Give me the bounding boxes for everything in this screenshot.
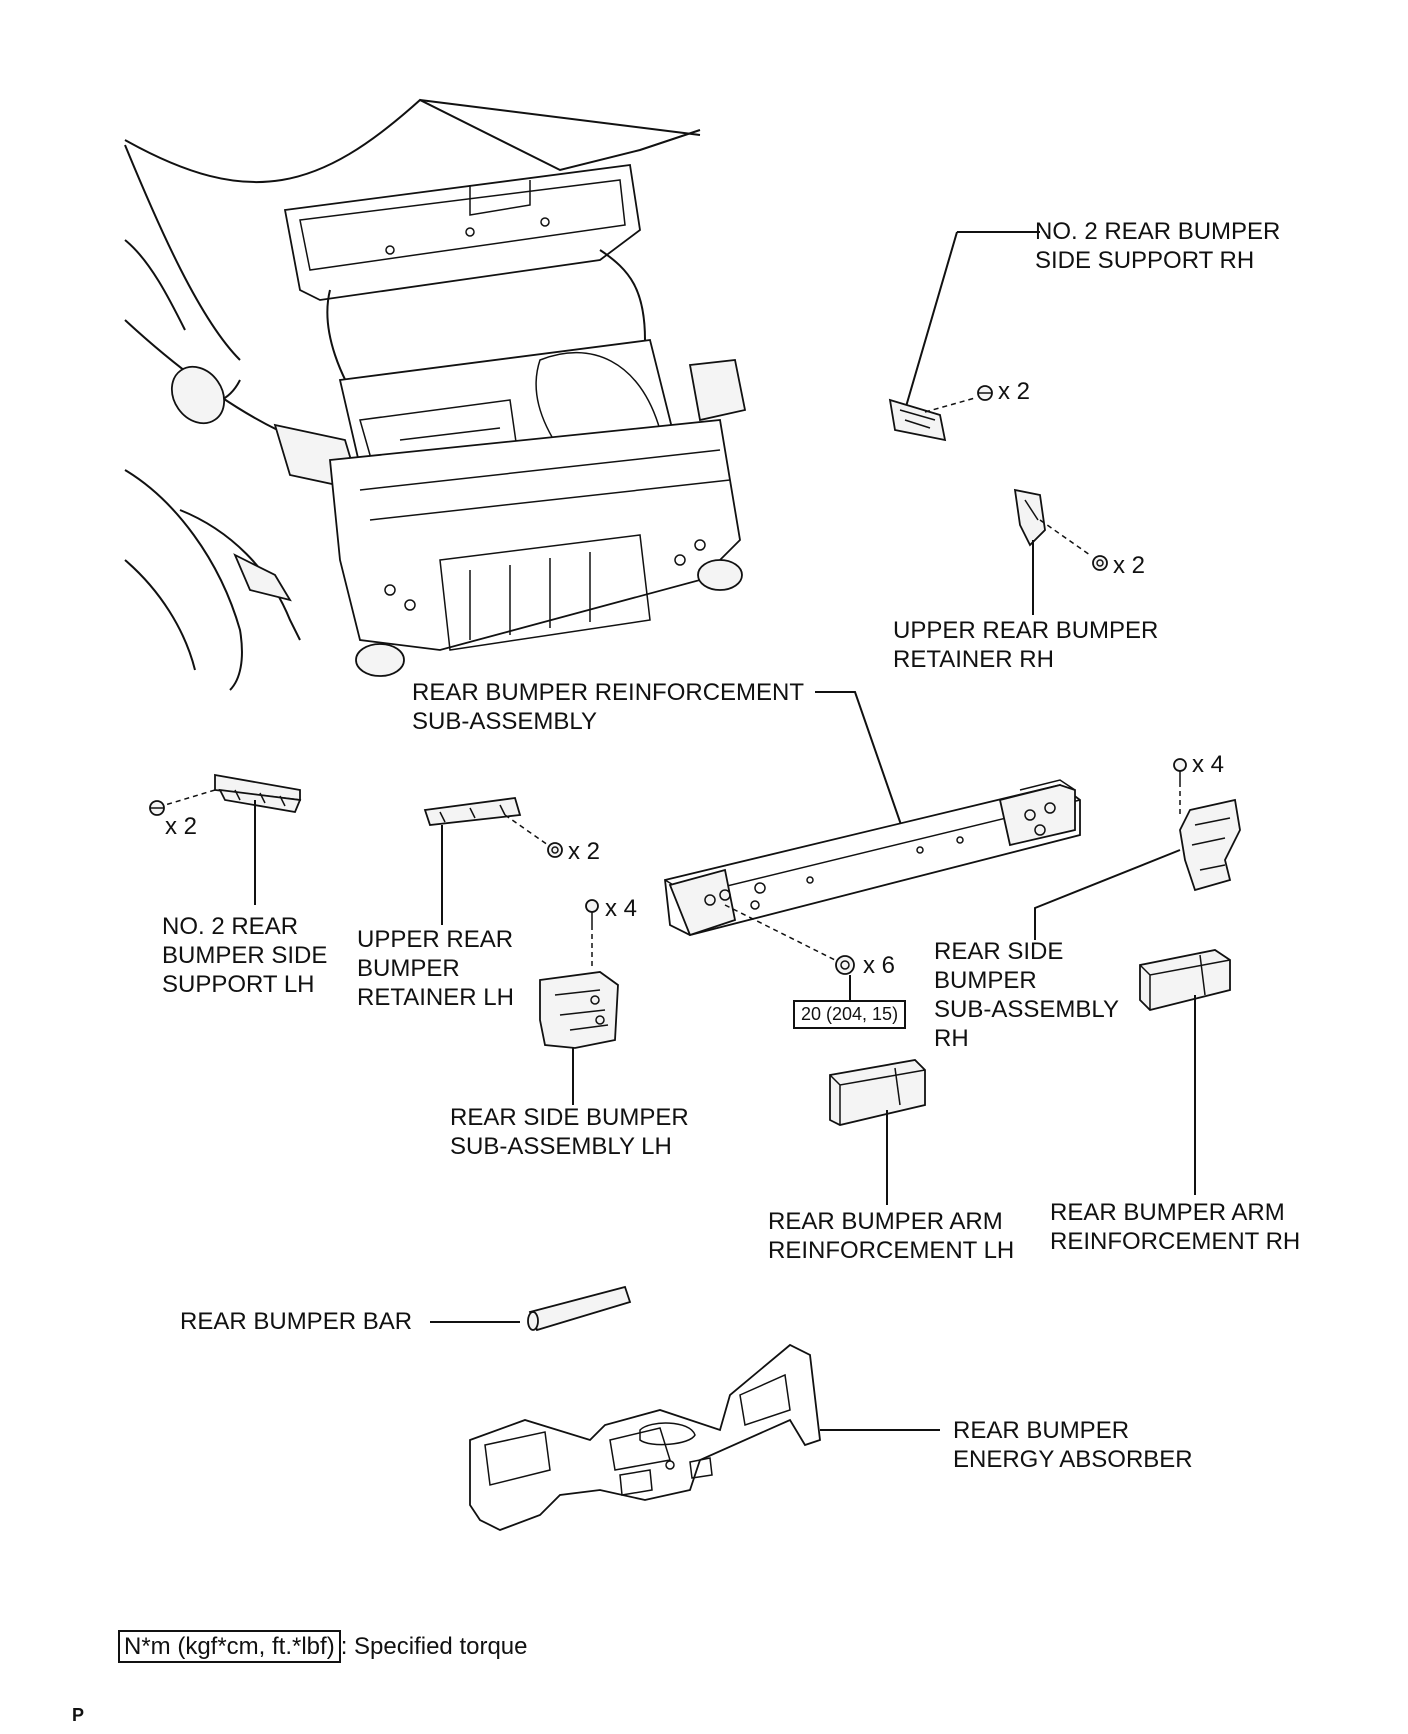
bumper-reinforcement-part bbox=[664, 691, 1081, 1000]
energy-absorber-part bbox=[469, 1343, 940, 1531]
bolt-qty-reinforcement: x 6 bbox=[863, 952, 896, 979]
rear-side-bumper-rh-part bbox=[1034, 758, 1241, 940]
bolt-qty-retainer-lh: x 2 bbox=[568, 838, 601, 865]
rear-side-bumper-lh-part bbox=[539, 899, 619, 1105]
bolt-icon bbox=[1092, 555, 1108, 571]
bolt-icon bbox=[977, 385, 993, 401]
bolt-qty-side-lh: x 4 bbox=[605, 895, 638, 922]
label-upper-retainer-lh: UPPER REAR BUMPER RETAINER LH bbox=[357, 926, 514, 1011]
legend-unit-box: N*m (kgf*cm, ft.*lbf) bbox=[118, 1630, 341, 1663]
bolt-icon bbox=[149, 800, 165, 816]
bolt-icon bbox=[1173, 758, 1187, 782]
bolt-qty-retainer-rh: x 2 bbox=[1113, 552, 1146, 579]
vehicle-rear-illustration bbox=[124, 98, 747, 691]
torque-legend: N*m (kgf*cm, ft.*lbf): Specified torque bbox=[118, 1630, 528, 1663]
arm-reinforcement-rh-part bbox=[1139, 949, 1231, 1195]
upper-retainer-lh-part bbox=[423, 797, 563, 925]
label-arm-reinforcement-lh: REAR BUMPER ARM REINFORCEMENT LH bbox=[768, 1208, 1015, 1264]
label-rear-side-bumper-rh: REAR SIDE BUMPER SUB-ASSEMBLY RH bbox=[934, 938, 1119, 1052]
page-mark: P bbox=[72, 1705, 85, 1725]
no2-side-support-lh-part bbox=[149, 773, 302, 905]
label-no2-side-support-rh: NO. 2 REAR BUMPER SIDE SUPPORT RH bbox=[1035, 218, 1281, 274]
arm-reinforcement-lh-part bbox=[829, 1059, 926, 1205]
label-energy-absorber: REAR BUMPER ENERGY ABSORBER bbox=[953, 1417, 1193, 1473]
label-rear-side-bumper-lh: REAR SIDE BUMPER SUB-ASSEMBLY LH bbox=[450, 1104, 689, 1160]
label-no2-side-support-lh: NO. 2 REAR BUMPER SIDE SUPPORT LH bbox=[162, 913, 328, 998]
bolt-icon bbox=[547, 842, 563, 858]
torque-spec-box: 20 (204, 15) bbox=[793, 1000, 907, 1029]
upper-retainer-rh-part bbox=[1013, 488, 1108, 615]
rear-bumper-bar-part bbox=[430, 1285, 632, 1332]
bolt-qty-support-lh: x 2 bbox=[165, 813, 198, 840]
bolt-icon bbox=[585, 899, 599, 925]
legend-text: : Specified torque bbox=[340, 1633, 528, 1660]
bolt-qty-support-rh: x 2 bbox=[998, 378, 1031, 405]
label-rear-bumper-bar: REAR BUMPER BAR bbox=[180, 1308, 413, 1335]
bolt-qty-side-rh: x 4 bbox=[1192, 751, 1225, 778]
label-upper-retainer-rh: UPPER REAR BUMPER RETAINER RH bbox=[893, 617, 1159, 673]
label-arm-reinforcement-rh: REAR BUMPER ARM REINFORCEMENT RH bbox=[1050, 1199, 1301, 1255]
bolt-icon bbox=[835, 955, 855, 975]
no2-side-support-rh-part bbox=[888, 231, 1040, 442]
label-bumper-reinforcement: REAR BUMPER REINFORCEMENT SUB-ASSEMBLY bbox=[412, 679, 805, 735]
